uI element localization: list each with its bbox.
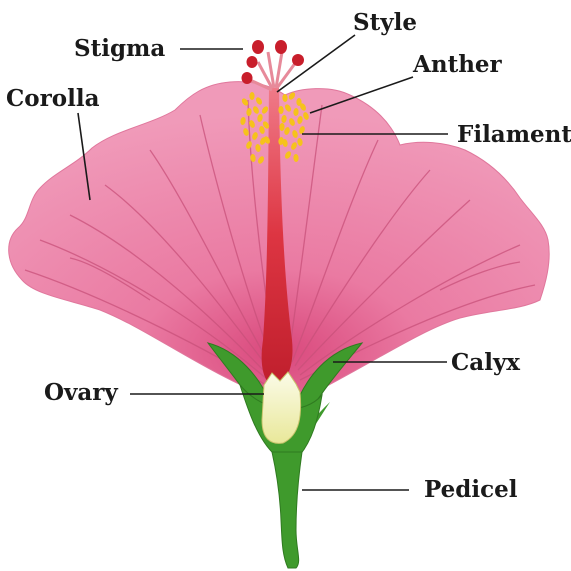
pedicel	[272, 452, 302, 568]
stigma-lobe	[247, 56, 258, 68]
stigma-lobe	[292, 54, 304, 66]
pedicel-label: Pedicel	[424, 476, 518, 503]
stigma-lobe	[242, 72, 253, 84]
style-leader	[277, 35, 355, 92]
ovary-body	[262, 372, 301, 443]
filament-label: Filament	[457, 121, 571, 148]
stigma-label: Stigma	[74, 35, 165, 62]
corolla-label: Corolla	[6, 85, 100, 112]
ovary-label: Ovary	[44, 379, 118, 406]
ovary	[262, 372, 301, 443]
style-label: Style	[353, 9, 417, 36]
stigma-lobe	[275, 40, 287, 54]
calyx-label: Calyx	[451, 349, 520, 376]
anther-dot	[278, 106, 283, 114]
anther-label: Anther	[412, 51, 503, 78]
stigma-lobe	[252, 40, 264, 54]
